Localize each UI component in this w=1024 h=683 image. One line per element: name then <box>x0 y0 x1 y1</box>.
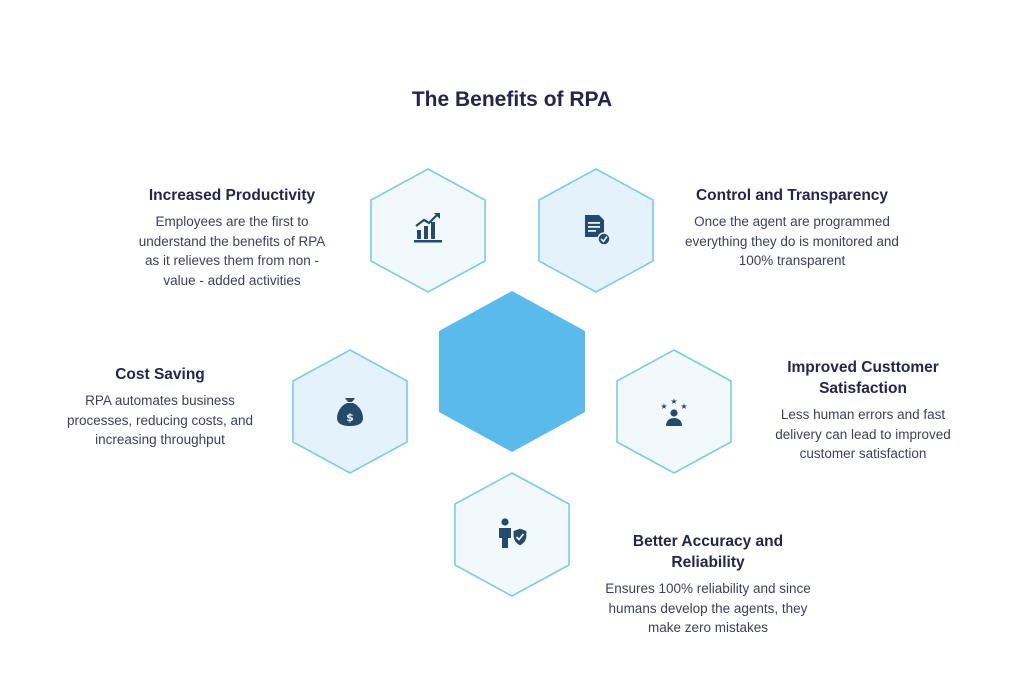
hexagon-productivity <box>370 168 486 293</box>
bar-chart-icon <box>414 213 442 243</box>
hexagon-accuracy <box>454 472 570 597</box>
benefit-heading: Control and Transparency <box>695 187 889 204</box>
benefit-description: Ensures 100% reliability and since human… <box>605 581 811 635</box>
svg-text:★: ★ <box>670 397 677 406</box>
benefit-cost-saving: Cost Saving RPA automates business proce… <box>60 364 260 450</box>
benefit-description: Once the agent are programmed everything… <box>685 214 899 268</box>
benefit-description: RPA automates business processes, reduci… <box>66 393 254 447</box>
benefit-heading: Improved Custtomer Satisfaction <box>787 359 939 397</box>
benefit-productivity: Increased Productivity Employees are the… <box>122 185 342 290</box>
page-title: The Benefits of RPA <box>411 88 613 111</box>
benefit-accuracy: Better Accuracy and Reliability Ensures … <box>598 531 818 638</box>
center-hexagon <box>439 291 585 452</box>
hexagon-customer-satisfaction: ★ ★ ★ <box>616 349 732 474</box>
svg-text:★: ★ <box>660 402 667 411</box>
customer-stars-icon: ★ ★ ★ <box>660 397 688 426</box>
svg-text:$: $ <box>346 411 354 424</box>
benefit-heading: Better Accuracy and Reliability <box>632 533 784 571</box>
benefit-description: Employees are the first to understand th… <box>138 214 326 288</box>
money-bag-icon: $ <box>337 398 363 426</box>
benefit-heading: Increased Productivity <box>148 187 316 204</box>
document-check-icon <box>585 215 611 246</box>
benefit-description: Less human errors and fast delivery can … <box>775 407 951 461</box>
benefit-heading: Cost Saving <box>115 366 205 383</box>
hexagon-transparency <box>538 168 654 293</box>
benefit-transparency: Control and Transparency Once the agent … <box>676 185 908 271</box>
benefit-customer-satisfaction: Improved Custtomer Satisfaction Less hum… <box>760 357 966 464</box>
hexagon-cost-saving: $ <box>292 349 408 474</box>
person-shield-icon <box>499 518 528 548</box>
svg-text:★: ★ <box>680 402 687 411</box>
